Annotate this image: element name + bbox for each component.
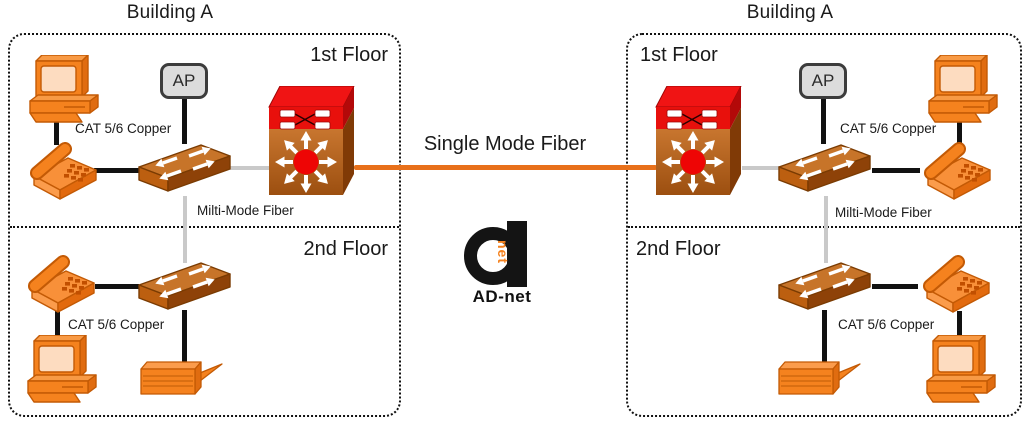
logo-net-text: net (495, 240, 511, 264)
multimode-fiber-wire (230, 166, 269, 170)
copper-label-left-1: CAT 5/6 Copper (75, 121, 172, 136)
switch-icon (137, 141, 232, 198)
printer-wire (822, 310, 827, 362)
copper-wire (872, 284, 918, 289)
switch-icon (777, 141, 872, 198)
core-switch-icon (267, 86, 356, 197)
multimode-fiber-wire (742, 166, 780, 170)
copper-wire (957, 120, 962, 145)
printer-icon (778, 361, 861, 395)
copper-wire (95, 284, 139, 289)
logo-name-text: AD-net (472, 287, 532, 306)
multimode-label-right: Milti-Mode Fiber (835, 205, 932, 220)
access-point-box: AP (799, 63, 847, 99)
copper-label-right-1: CAT 5/6 Copper (840, 121, 937, 136)
computer-icon (27, 335, 97, 403)
floor-label-right-2: 2nd Floor (636, 238, 721, 260)
copper-wire (55, 311, 60, 337)
ap-label: AP (811, 71, 835, 90)
copper-wire (957, 311, 962, 337)
copper-wire (94, 168, 139, 173)
printer-icon (140, 361, 223, 395)
copper-wire (54, 120, 59, 145)
floor-label-right-1: 1st Floor (640, 44, 718, 66)
phone-icon (26, 142, 99, 201)
building-left-box (8, 33, 401, 417)
single-mode-fiber-link (354, 165, 657, 170)
multimode-fiber-wire (824, 196, 828, 263)
computer-icon (926, 335, 996, 403)
ap-wire (821, 99, 826, 144)
access-point-box: AP (160, 63, 208, 99)
ad-net-logo: net AD-net (460, 217, 544, 309)
building-left-title: Building A (126, 2, 214, 23)
building-right-title: Building A (746, 2, 834, 23)
core-switch-icon (654, 86, 743, 197)
multimode-fiber-wire (183, 196, 187, 263)
phone-icon (24, 255, 97, 314)
phone-icon (920, 142, 993, 201)
phone-icon (919, 255, 992, 314)
multimode-label-left: Milti-Mode Fiber (197, 203, 294, 218)
ap-wire (182, 99, 187, 144)
floor-label-left-2: 2nd Floor (303, 238, 389, 260)
copper-label-right-2: CAT 5/6 Copper (838, 317, 935, 332)
printer-wire (182, 310, 187, 362)
computer-icon (928, 55, 998, 123)
switch-icon (777, 259, 872, 316)
computer-icon (29, 55, 99, 123)
copper-wire (872, 168, 920, 173)
logo-a-stem (507, 221, 527, 287)
single-mode-fiber-label: Single Mode Fiber (423, 133, 587, 155)
floor-label-left-1: 1st Floor (310, 44, 388, 66)
floor-divider-left (10, 226, 399, 228)
switch-icon (137, 259, 232, 316)
ap-label: AP (172, 71, 196, 90)
copper-label-left-2: CAT 5/6 Copper (68, 317, 165, 332)
